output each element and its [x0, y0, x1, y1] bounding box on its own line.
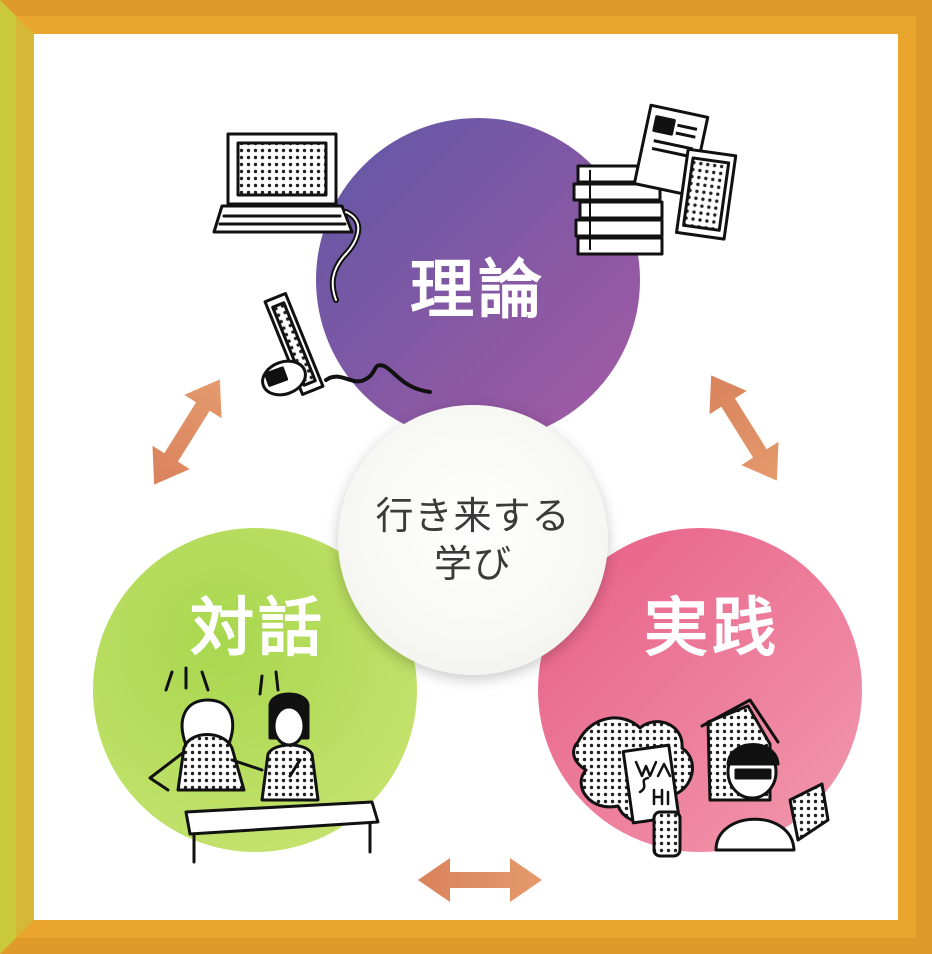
theory-circle	[316, 118, 640, 442]
books-papers-icon	[572, 103, 738, 256]
arrow-dialogue-practice	[418, 858, 542, 902]
center-text-line2: 学び	[433, 542, 512, 586]
dialogue-label: 対話	[190, 592, 326, 666]
arrow-theory-dialogue	[152, 379, 222, 485]
practice-label: 実践	[644, 592, 780, 666]
arrow-theory-practice	[709, 375, 779, 481]
theory-label: 理論	[410, 254, 546, 328]
laptop-pen-mouse-icon	[212, 132, 432, 397]
two-people-talking-icon	[148, 666, 380, 864]
center-circle: 行き来する 学び	[338, 405, 608, 675]
craft-workshop-icon	[572, 698, 830, 858]
dialogue-circle	[93, 528, 417, 852]
center-text-line1: 行き来する	[375, 494, 571, 538]
